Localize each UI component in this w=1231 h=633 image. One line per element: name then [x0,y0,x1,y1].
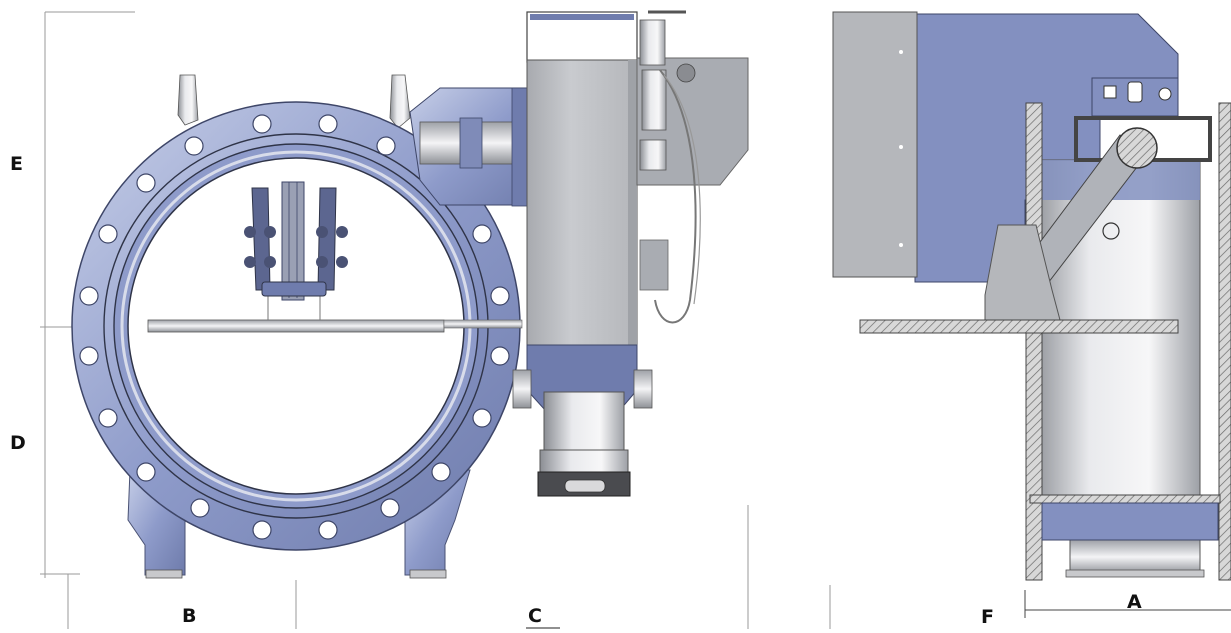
hinge-linkage [244,181,348,320]
front-view [71,74,541,579]
dimension-label-e: E [10,153,23,175]
disc-bar [147,319,445,333]
dimension-label-c: C [528,605,542,627]
dimension-label-d: D [10,432,26,454]
dimension-label-b: B [182,605,197,627]
dimension-label-a: A [1127,591,1142,613]
bolt-holes [79,114,510,540]
actuator [512,10,749,497]
side-view [832,11,1231,581]
dimension-lines [40,11,1231,629]
actuator-box [526,59,638,351]
dimension-label-f: F [981,606,994,628]
